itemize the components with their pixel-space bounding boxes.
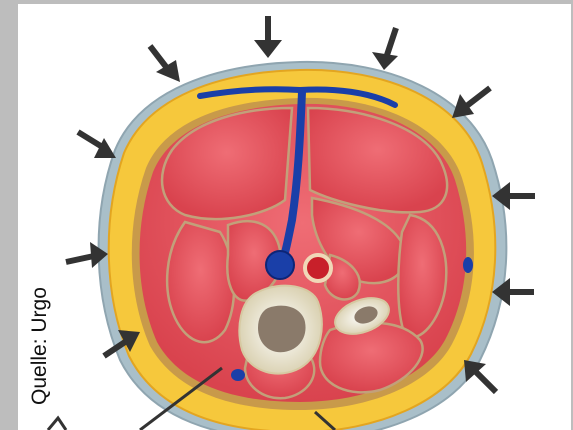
compression-arrow-icon [150,46,180,82]
leader-line-corner [48,418,66,430]
compression-arrow-icon [464,360,496,392]
artery [305,255,331,281]
compression-arrow-icon [372,28,398,70]
compression-arrow-icon [254,16,282,58]
source-caption: Quelle: Urgo [28,287,52,405]
compression-arrow-icon [452,88,490,118]
small-vein-right [463,257,473,273]
compression-arrow-icon [78,132,116,158]
muscle-lateral-left [167,222,234,342]
small-vein-left [231,369,245,381]
deep-vein [266,251,294,279]
